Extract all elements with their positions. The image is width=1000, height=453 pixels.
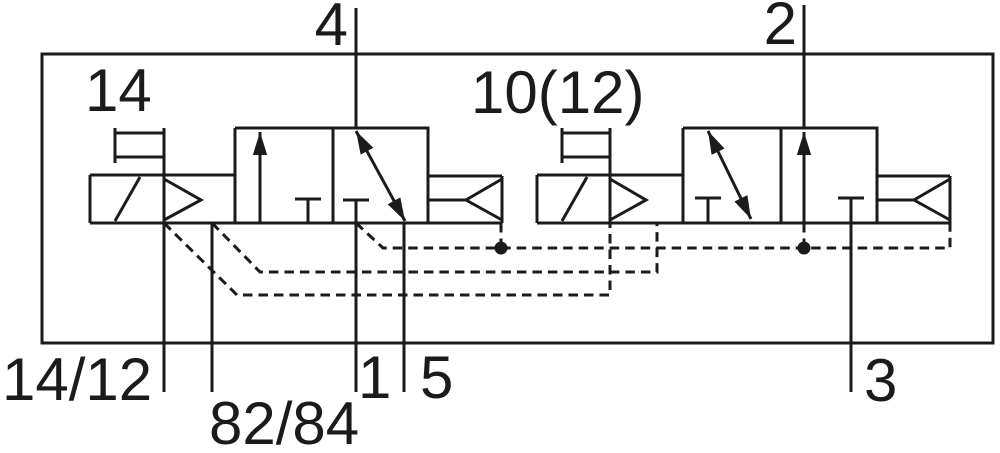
port-3-label: 3 bbox=[864, 347, 897, 414]
valve2-pilot-triangle-icon bbox=[609, 177, 650, 222]
valve2-coil-diagonal bbox=[560, 176, 589, 222]
port-14-12-label: 14/12 bbox=[2, 346, 152, 413]
port-4-label: 4 bbox=[315, 0, 348, 58]
valve1-body-frame bbox=[233, 126, 430, 223]
port-5-label: 5 bbox=[420, 344, 453, 411]
valve2-return-box bbox=[877, 174, 952, 223]
valve2-blocked-port-t-icon-a bbox=[695, 196, 721, 223]
port-1-label: 1 bbox=[358, 344, 391, 411]
valve1-coil-diagonal bbox=[113, 176, 142, 222]
port-lines bbox=[162, 5, 853, 392]
internal-supply-channel-1 bbox=[354, 221, 952, 250]
valve1-manual-override-icon bbox=[113, 128, 164, 163]
pilot-14-label: 14 bbox=[85, 57, 152, 124]
valve1-solenoid-coil bbox=[88, 128, 235, 223]
valve1-pilot-triangle-icon bbox=[163, 177, 205, 222]
valve1-body bbox=[90, 126, 502, 225]
manifold-outline bbox=[40, 52, 995, 345]
valve2-air-return-pilot bbox=[877, 174, 952, 223]
valve2-body bbox=[537, 126, 950, 225]
valve2-solenoid-coil bbox=[535, 128, 683, 223]
valve1-return-box bbox=[428, 174, 504, 223]
junction-dot-left bbox=[494, 241, 508, 255]
valve1-return-triangle-icon bbox=[462, 177, 503, 222]
valve-1 bbox=[88, 126, 504, 225]
pilot-exhaust-channel-82-84 bbox=[210, 221, 659, 274]
valve1-blocked-port-t-icon-a bbox=[295, 197, 321, 223]
pilot-10-12-label: 10(12) bbox=[471, 59, 644, 126]
valve-2 bbox=[535, 126, 952, 225]
port-labels: 4 2 14 10(12) 14/12 82/84 1 5 3 bbox=[2, 0, 897, 453]
port-82-84-label: 82/84 bbox=[209, 390, 359, 453]
valve2-body-frame bbox=[681, 126, 879, 223]
pilot-supply-channel-14-12 bbox=[162, 221, 612, 297]
valve2-flow-arrow-diagonal-icon bbox=[706, 130, 753, 220]
valve2-manual-override-icon bbox=[560, 128, 610, 163]
port-2-label: 2 bbox=[764, 0, 797, 57]
valve2-return-triangle-icon bbox=[910, 177, 951, 222]
valve1-flow-arrow-diagonal-icon bbox=[354, 130, 407, 222]
valve1-air-return-pilot bbox=[428, 174, 504, 223]
junction-dot-right bbox=[797, 241, 811, 255]
pilot-channels bbox=[162, 221, 952, 297]
